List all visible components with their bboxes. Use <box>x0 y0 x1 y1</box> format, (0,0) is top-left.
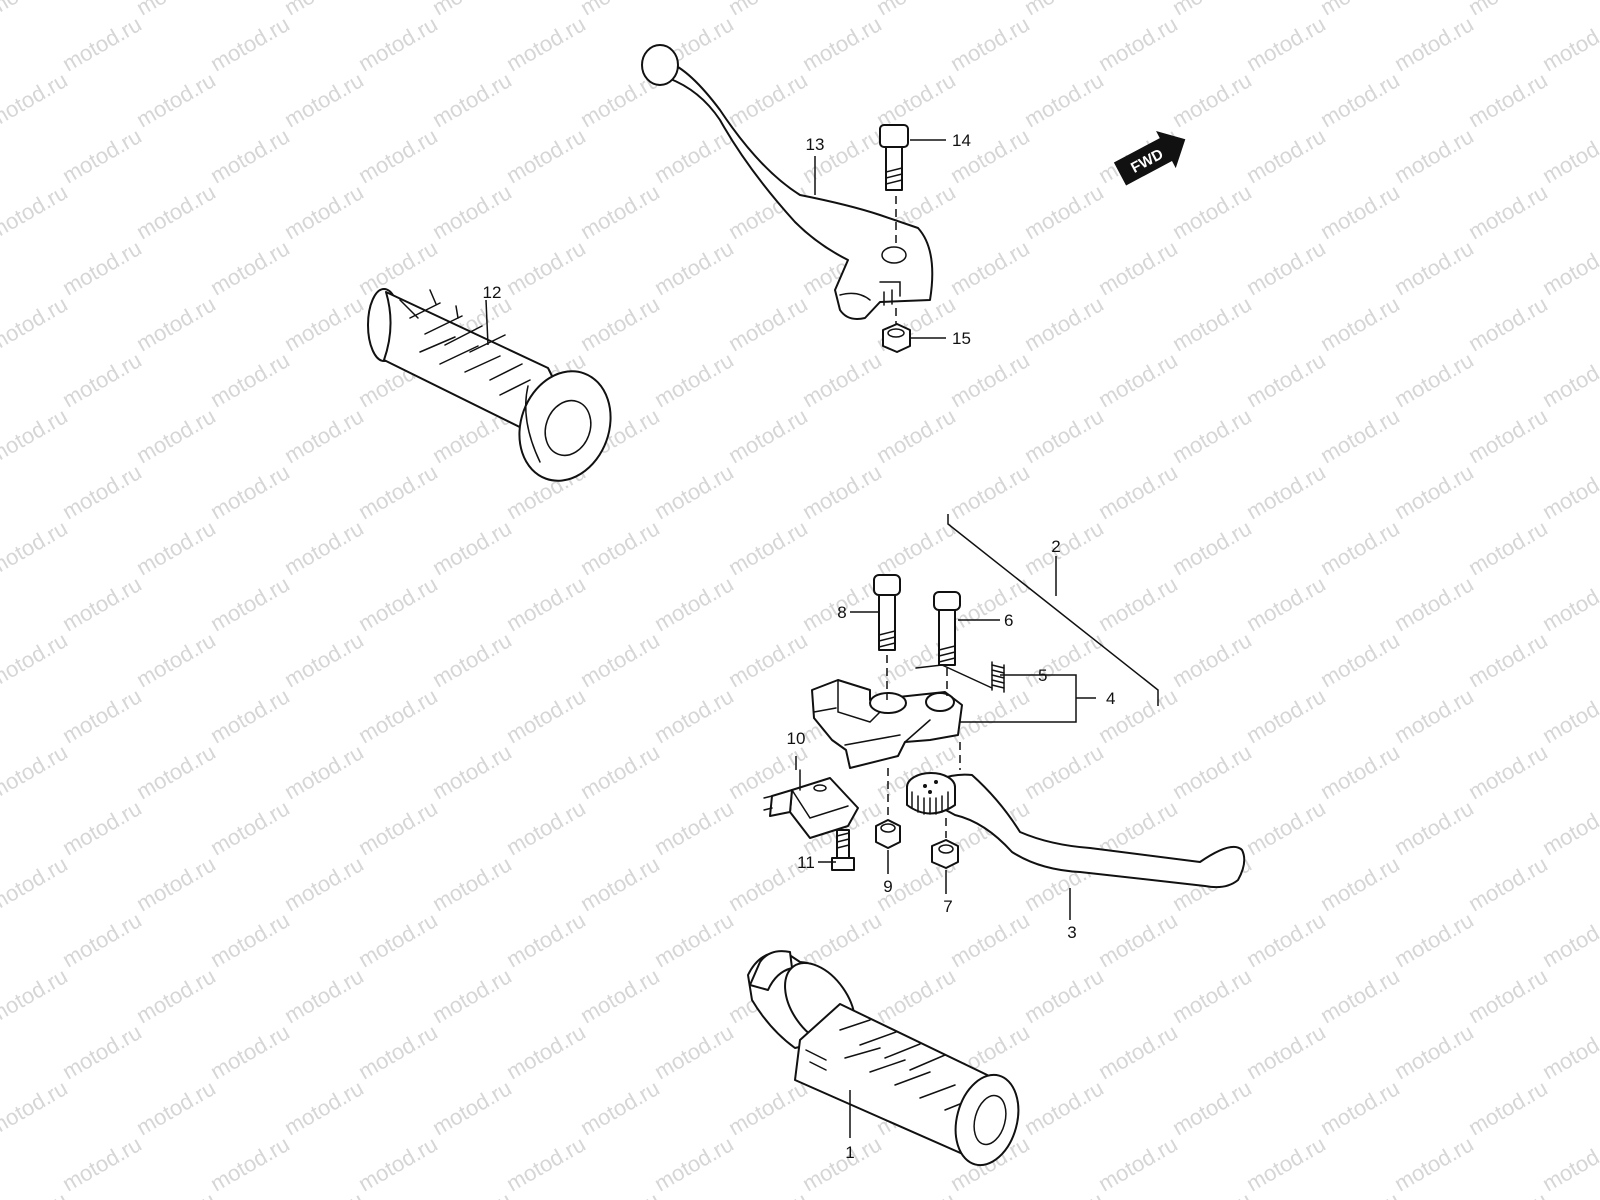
part-10-brake-switch <box>763 769 859 839</box>
part-13-clutch-lever <box>641 44 934 320</box>
callout-6: 6 <box>1004 611 1013 630</box>
part-4-lever-holder <box>811 664 993 769</box>
callout-15: 15 <box>952 329 971 348</box>
part-8-pivot-bolt <box>873 574 901 651</box>
callout-2: 2 <box>1051 537 1060 556</box>
part-12-left-grip <box>367 288 612 482</box>
callout-labels: 1 2 3 4 5 6 7 8 9 10 11 12 13 14 15 <box>483 131 1116 1162</box>
callout-1: 1 <box>845 1143 854 1162</box>
callout-11: 11 <box>797 853 815 872</box>
part-5-spring <box>991 661 1005 693</box>
callout-5: 5 <box>1038 666 1047 685</box>
callout-8: 8 <box>837 603 846 622</box>
part-11-screw <box>831 829 855 871</box>
callout-14: 14 <box>952 131 971 150</box>
part-14-pivot-bolt <box>879 124 909 191</box>
callout-13: 13 <box>806 135 825 154</box>
part-3-brake-lever <box>906 772 1246 889</box>
leader-lines <box>485 139 1159 1138</box>
callout-12: 12 <box>483 283 502 302</box>
callout-3: 3 <box>1067 923 1076 942</box>
part-15-nut <box>882 323 911 353</box>
part-7-nut <box>931 839 959 869</box>
callout-10: 10 <box>787 729 806 748</box>
callout-9: 9 <box>883 877 892 896</box>
part-1-throttle-grip <box>747 950 1020 1167</box>
callout-7: 7 <box>943 897 952 916</box>
part-6-bolt <box>933 591 961 666</box>
callout-4: 4 <box>1106 689 1115 708</box>
part-9-nut <box>875 819 901 849</box>
